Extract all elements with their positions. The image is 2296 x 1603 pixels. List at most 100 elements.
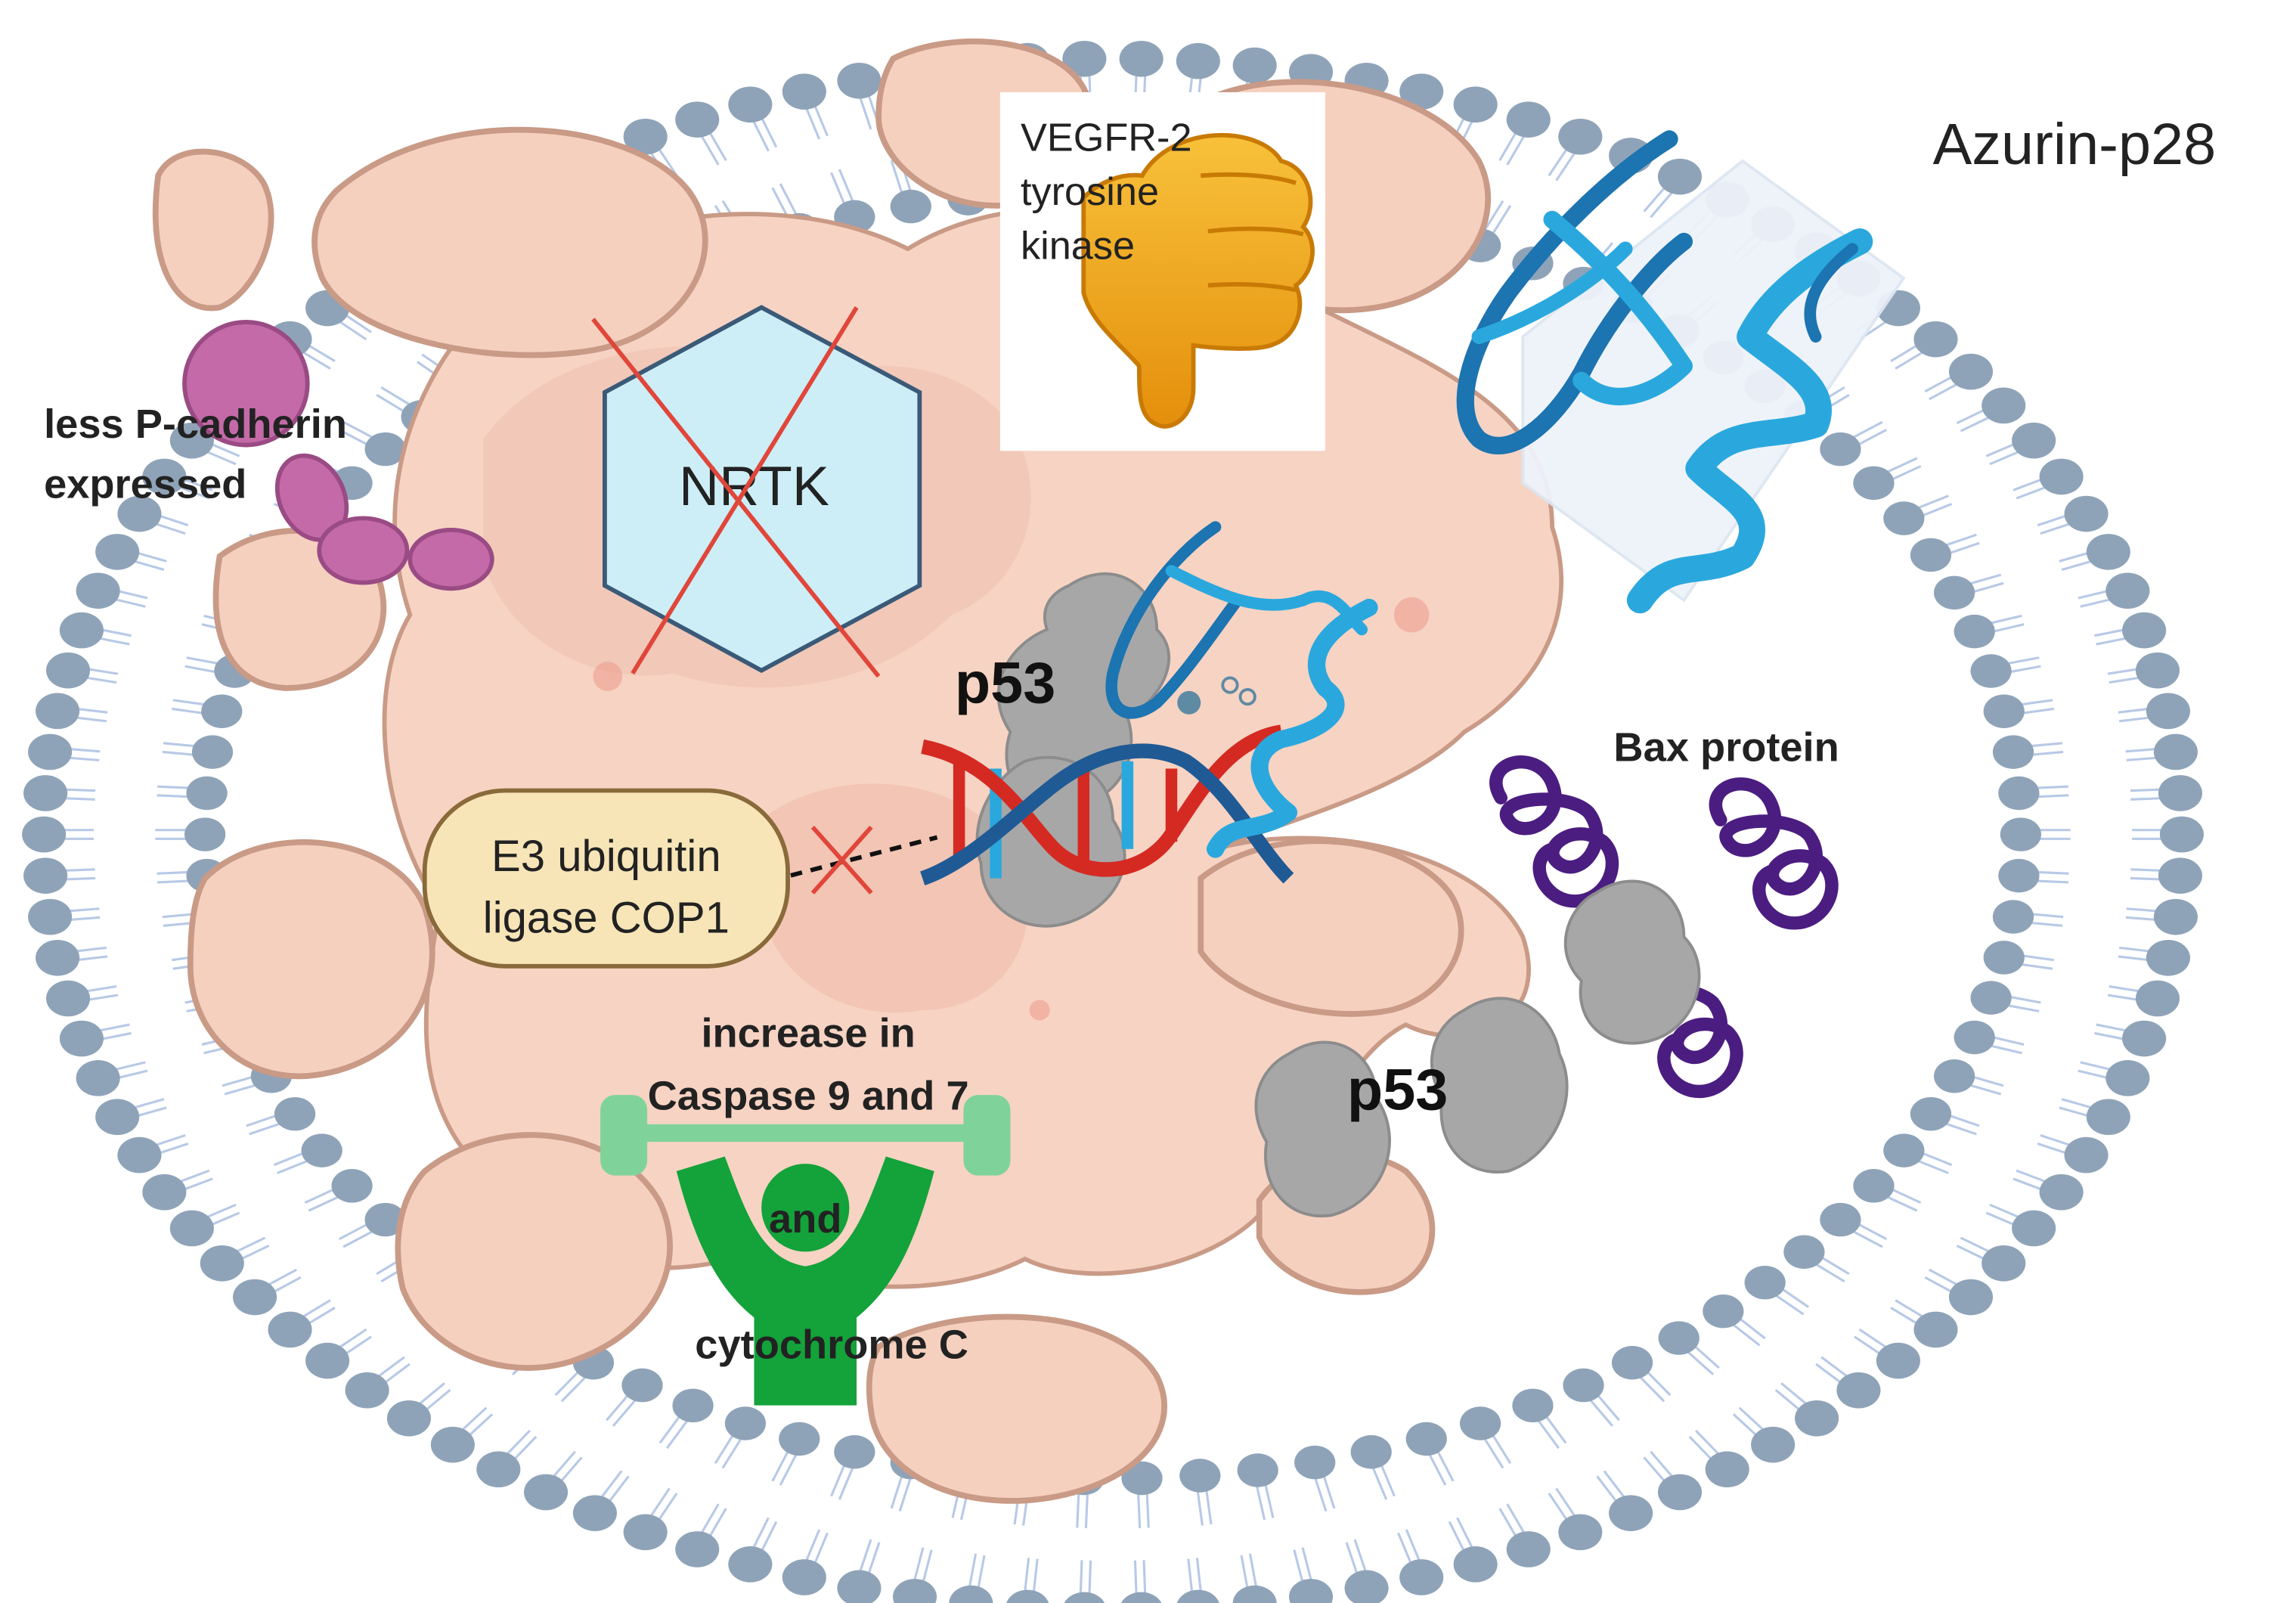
lipid-head [1983,694,2025,728]
lipid-head [1609,1495,1653,1531]
lipid-head [672,1388,714,1423]
lipid-head [1062,40,1107,77]
lipid-head [274,1096,316,1131]
lipid-head [623,1514,668,1551]
lipid-head [892,1579,937,1603]
lipid-head [1179,1459,1221,1493]
caspase-weightlifter-icon [600,1095,1011,1406]
lipid-head [1657,158,1703,195]
p-cadherin-label-line-2: expressed [44,461,246,507]
lipid-head [2122,1020,2167,1057]
vegfr-label-line-2: tyrosine [1021,170,1159,214]
lipid-head [724,1406,767,1440]
lipid-head [1876,1342,1920,1379]
lipid-head [95,1099,140,1136]
lipid-head [1982,1245,2026,1282]
lipid-head [2039,1174,2084,1211]
vegfr-label-line-3: kinase [1021,225,1135,268]
lipid-head [430,1426,475,1463]
lipid-head [1064,1592,1105,1603]
lipid-head [2086,1099,2130,1136]
lipid-head [1883,1133,1925,1167]
lipid-head [1992,900,2034,934]
lipid-head [675,101,720,138]
lipid-head [1910,538,1952,572]
lipid-head [1744,1265,1786,1300]
lipid-head [1119,40,1163,77]
lipid-head [1910,1096,1952,1131]
lipid-head [1558,1514,1603,1551]
and-label: and [769,1196,841,1242]
lipid-head [169,422,214,459]
lipid-head [675,1531,720,1567]
p-cadherin-chain [182,320,494,591]
lipid-head [1512,1388,1554,1423]
lipid-head [1453,1546,1498,1583]
lipid-head [1506,101,1551,138]
lipid-head [301,1133,342,1167]
lipid-head [837,1570,882,1603]
lipid-head [36,693,80,730]
lipid-head [2158,857,2202,894]
lipid-head [1913,1311,1958,1348]
lipid-head [476,1451,521,1488]
lipid-head [572,1495,617,1531]
lipid-head [1558,118,1603,155]
lipid-head [1836,1372,1881,1409]
lipid-head [2064,495,2109,532]
azurin-small-structure [1105,521,1378,858]
lipid-head [200,1245,244,1282]
lipid-head [782,1559,826,1595]
lipid-head [1657,1474,1703,1511]
lipid-head [2012,422,2056,459]
nrtk-label: NRTK [679,454,829,517]
lipid-head [186,776,228,811]
lipid-head [364,432,406,467]
lipid-head [1820,1202,1861,1237]
lipid-head [1983,941,2025,975]
lipid-head [2086,534,2130,570]
diagram-title: Azurin-p28 [1933,112,2217,177]
lipid-head [1948,353,1994,390]
lipid-head [890,189,931,224]
lipid-head [184,817,226,851]
lipid-head [1933,575,1975,610]
lipid-head [728,1546,773,1583]
lipid-head [2122,612,2167,649]
lipid-head [621,1368,663,1403]
lipid-head [1344,1570,1389,1603]
lipid-head [142,1174,187,1211]
lipid-head [2153,898,2198,935]
lipid-head [779,1422,820,1456]
bax-label: Bax protein [1613,725,1839,770]
caspase-label-line-1: increase in [701,1010,915,1056]
lipid-head [46,652,91,689]
lipid-head [201,694,243,728]
lipid-head [1405,1422,1447,1456]
lipid-head [2105,1060,2150,1096]
lipid-head [1751,1426,1796,1463]
lipid-head [1120,1592,1162,1603]
lipid-head [834,1434,875,1469]
lipid-head [191,735,234,769]
lipid-head [1703,1294,1744,1329]
lipid-head [28,733,73,770]
lipid-head [1795,1400,1839,1437]
lipid-head [1992,735,2034,769]
lipid-head [782,73,826,110]
lipid-head [117,1136,162,1174]
vegfr-panel: VEGFR-2 tyrosine kinase [999,91,1325,451]
lipid-head [169,1210,214,1247]
lipid-head [1288,1579,1334,1603]
p53-label-top: p53 [955,650,1055,715]
lipid-head [1998,858,2040,893]
lipid-head [59,1020,104,1057]
lipid-head [728,86,773,123]
lipid-head [2000,817,2041,851]
lipid-head [2012,1210,2056,1247]
lipid-head [1611,1346,1653,1380]
e3-ligase-box: E3 ubiquitin ligase COP1 [422,788,790,969]
lipid-head [1453,86,1498,123]
lipid-head [268,1311,312,1348]
